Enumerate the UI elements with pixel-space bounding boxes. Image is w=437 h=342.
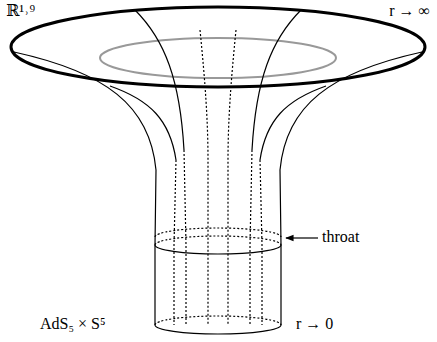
funnel-surface: [14, 10, 422, 334]
limit-label: r → ∞: [389, 2, 430, 20]
throat-pointer: [286, 237, 318, 238]
throat-label: throat: [322, 228, 359, 246]
region-label: AdS₅ × S⁵: [40, 315, 106, 333]
limit-label: r → 0: [296, 315, 333, 333]
space-label: ℝ¹˒⁹: [6, 2, 35, 20]
asymptotic-rim: [11, 7, 425, 87]
